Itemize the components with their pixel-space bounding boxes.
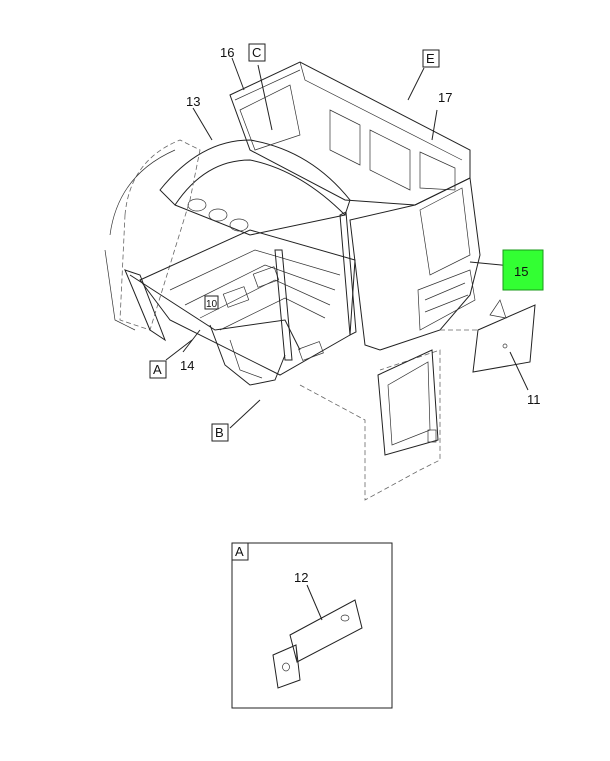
callout-10: 10 — [206, 299, 218, 310]
callout-15-highlight — [502, 249, 544, 291]
callout-16: 16 — [220, 45, 234, 60]
view-b-box — [211, 423, 229, 442]
detail-a-box — [231, 542, 249, 561]
leader-lines — [165, 57, 529, 621]
detail-a-label: A — [235, 544, 244, 559]
detail-a-panel: A 12 — [231, 542, 393, 709]
callout-13: 13 — [186, 94, 200, 109]
view-e-label: E — [426, 51, 435, 66]
view-e-box — [422, 49, 440, 68]
view-a-label: A — [153, 362, 162, 377]
cab-assembly — [104, 61, 481, 386]
callout-10-box — [204, 295, 219, 310]
callout-11: 11 — [527, 392, 541, 407]
callout-17: 17 — [438, 90, 452, 105]
view-a-box — [149, 360, 167, 379]
callout-12: 12 — [294, 570, 308, 585]
right-door-outline — [299, 349, 441, 501]
part-11-panel — [440, 299, 536, 373]
part-12-bracket — [272, 599, 363, 689]
callout-14: 14 — [180, 358, 194, 373]
callout-15: 15 — [514, 264, 528, 279]
view-b-label: B — [215, 425, 224, 440]
view-c-label: C — [252, 45, 261, 60]
callout-labels: 16 C 13 E 17 15 10 A 14 11 B — [149, 43, 544, 442]
view-c-box — [248, 43, 266, 62]
